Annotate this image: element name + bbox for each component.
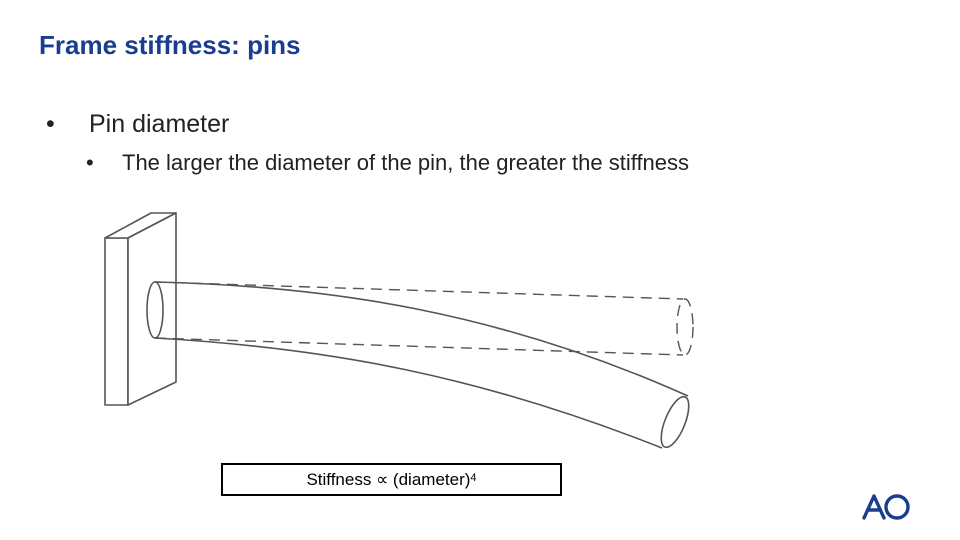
bullet-level2: • The larger the diameter of the pin, th… — [86, 150, 689, 176]
pin-upper-edge — [154, 281, 689, 397]
pin-lower-edge — [154, 337, 663, 449]
wall-front-face — [104, 237, 129, 406]
deflected-pin — [146, 281, 690, 449]
formula-exponent: 4 — [470, 471, 477, 484]
logo-letter-o — [884, 494, 910, 520]
logo-letter-a — [862, 494, 886, 520]
bullet-text: The larger the diameter of the pin, the … — [122, 150, 690, 175]
stiffness-formula-box: Stiffness ∝ (diameter)4 — [221, 463, 562, 496]
formula-text: Stiffness ∝ (diameter) — [306, 469, 471, 489]
ao-logo: AO — [862, 494, 910, 520]
bullet-marker: • — [46, 110, 55, 138]
bullet-level1: • Pin diameter — [46, 110, 229, 139]
bullet-marker: • — [86, 150, 94, 175]
slide-title: Frame stiffness: pins — [39, 30, 301, 60]
bullet-text: Pin diameter — [89, 110, 230, 138]
pin-base-end — [146, 281, 164, 339]
wall-side-face — [127, 212, 177, 406]
wall-block — [104, 212, 177, 406]
pin-tip-end — [660, 395, 690, 449]
undeflected-pin-outline — [154, 281, 694, 356]
